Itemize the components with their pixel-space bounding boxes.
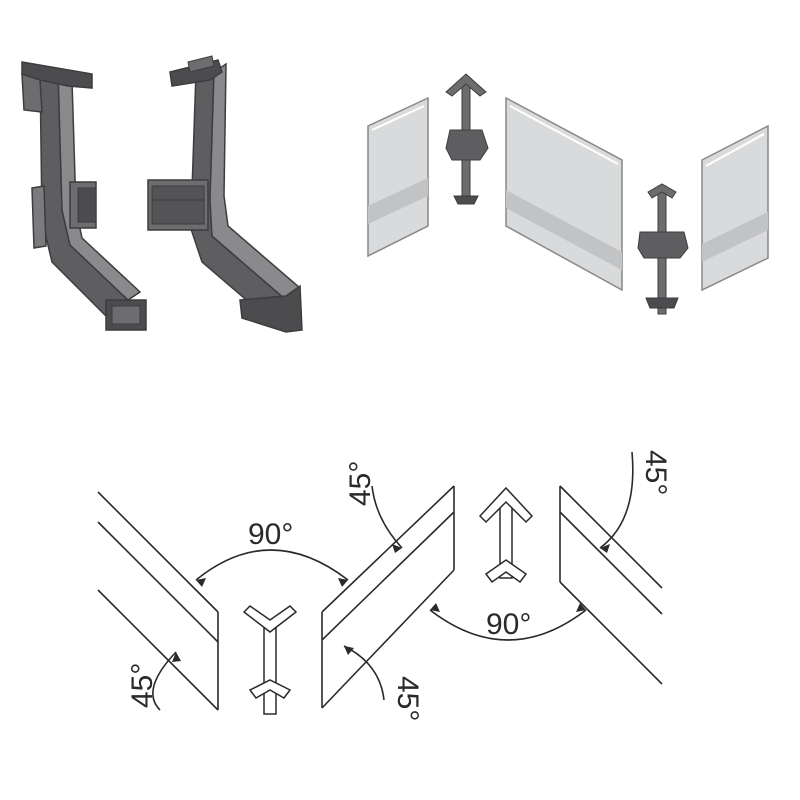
gray-part-left <box>21 61 147 331</box>
panel-assembly <box>367 73 769 315</box>
angle-label-45-right: 45° <box>639 450 672 495</box>
angle-label-90-left: 90° <box>248 518 293 551</box>
connector-part-1 <box>445 73 489 205</box>
angle-label-90-right: 90° <box>486 608 531 641</box>
angle-label-45-center: 45° <box>391 676 424 721</box>
arrowheads <box>172 544 610 662</box>
connector-part-2 <box>637 183 689 315</box>
gray-part-right <box>147 55 303 333</box>
drawing-connector-left <box>242 605 298 715</box>
angle-drawing <box>97 451 663 711</box>
angle-label-45-left: 45° <box>126 663 159 708</box>
angle-label-45-top: 45° <box>344 461 377 506</box>
drawing-connector-right <box>478 486 534 584</box>
